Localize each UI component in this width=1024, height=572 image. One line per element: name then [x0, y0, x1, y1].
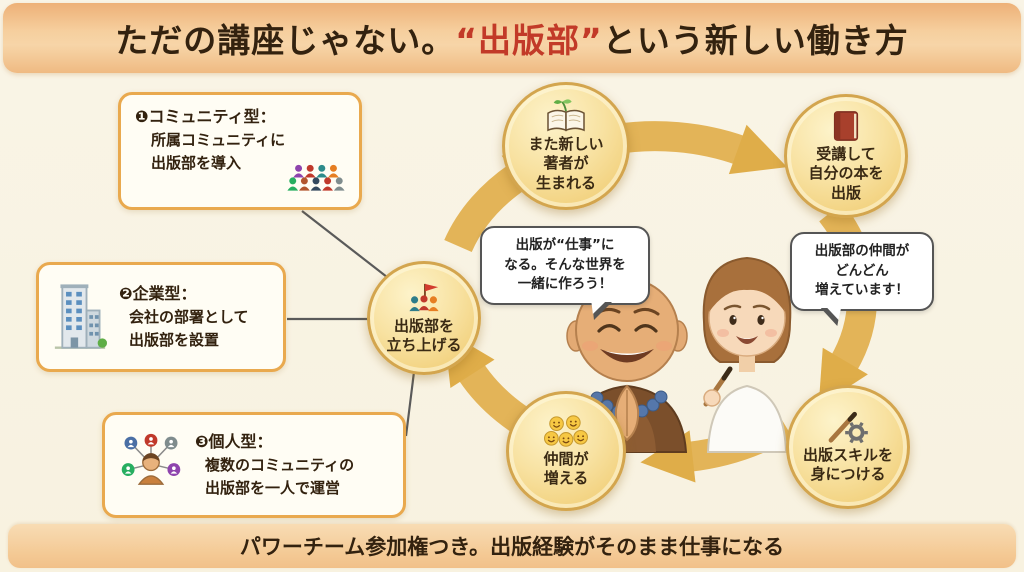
title-highlight: “出版部” [455, 21, 603, 60]
node-label-line: 生まれる [535, 173, 596, 192]
title-pre: ただの講座じゃない。 [115, 21, 456, 60]
cycle-node-gain-skills: 出版スキルを 身につける [786, 385, 910, 509]
node-label-line: 仲間が [543, 449, 589, 468]
option-box-community: ❶コミュニティ型： 所属コミュニティに 出版部を導入 [118, 92, 362, 210]
node-label-line: 出版 [830, 183, 861, 202]
cycle-node-publish-book: 受講して 自分の本を 出版 [784, 94, 908, 218]
cycle-node-launch: 出版部を 立ち上げる [367, 261, 481, 375]
node-label-line: 受講して [816, 144, 876, 163]
satellite-people [121, 433, 181, 476]
option-box-individual: ❸個人型： 複数のコミュニティの 出版部を一人で運営 [102, 412, 406, 518]
pen-icon [703, 375, 727, 407]
speech-line: なる。そんな世界を [504, 256, 626, 273]
option-line: 出版部を設置 [129, 331, 220, 349]
node-label-line: 立ち上げる [386, 336, 462, 354]
speech-line: 一緒に作ろう！ [517, 276, 613, 293]
node-label-line: 出版スキルを [802, 445, 893, 464]
speech-line: 出版が“仕事”に [515, 237, 615, 253]
building-icon [53, 282, 107, 352]
speech-line: 増えています！ [815, 282, 909, 299]
community-people-icon [285, 161, 347, 199]
node-label-line: 自分の本を [808, 164, 884, 183]
option-line: 出版部を一人で運営 [205, 479, 341, 497]
red-book-icon [831, 109, 861, 143]
pen-gear-icon [826, 410, 870, 444]
smiley-group-icon [544, 414, 588, 448]
option-box-company: ❷企業型： 会社の部署として 出版部を設置 [36, 262, 286, 372]
woman-character [702, 256, 792, 453]
title-post: という新しい働き方 [602, 21, 909, 60]
node-label-line: 著者が [543, 154, 589, 173]
book-sprout-icon [543, 99, 589, 133]
node-label-line: 身につける [810, 465, 886, 483]
speech-bubble-monk: 出版が“仕事”に なる。そんな世界を 一緒に作ろう！ [480, 226, 650, 305]
speech-line: どんどん [835, 262, 889, 279]
footer-text: パワーチーム参加権つき。出版経験がそのまま仕事になる [239, 535, 785, 559]
option-heading: ❶コミュニティ型： [135, 107, 276, 126]
speech-line: 出版部の仲間が [814, 243, 910, 259]
option-heading: ❷企業型： [119, 283, 197, 303]
node-label-line: 出版部を [393, 316, 454, 335]
option-heading: ❸個人型： [195, 431, 273, 451]
option-line: 会社の部署として [129, 307, 249, 326]
cycle-node-new-authors: また新しい 著者が 生まれる [502, 82, 630, 210]
option-line: 複数のコミュニティの [205, 455, 355, 474]
speech-bubble-woman: 出版部の仲間が どんどん 増えています！ [790, 232, 934, 311]
option-line: 出版部を導入 [151, 154, 242, 173]
node-label-line: 増える [543, 469, 589, 487]
flag-people-icon [404, 281, 444, 315]
page-title: ただの講座じゃない。“出版部”という新しい働き方 [115, 14, 908, 62]
option-line: 所属コミュニティに [151, 131, 286, 149]
node-label-line: また新しい [528, 134, 604, 153]
header-banner: ただの講座じゃない。“出版部”という新しい働き方 [3, 3, 1021, 73]
footer-banner: パワーチーム参加権つき。出版経験がそのまま仕事になる [8, 524, 1016, 568]
network-person-icon [119, 433, 183, 497]
cycle-node-more-friends: 仲間が 増える [506, 391, 626, 511]
